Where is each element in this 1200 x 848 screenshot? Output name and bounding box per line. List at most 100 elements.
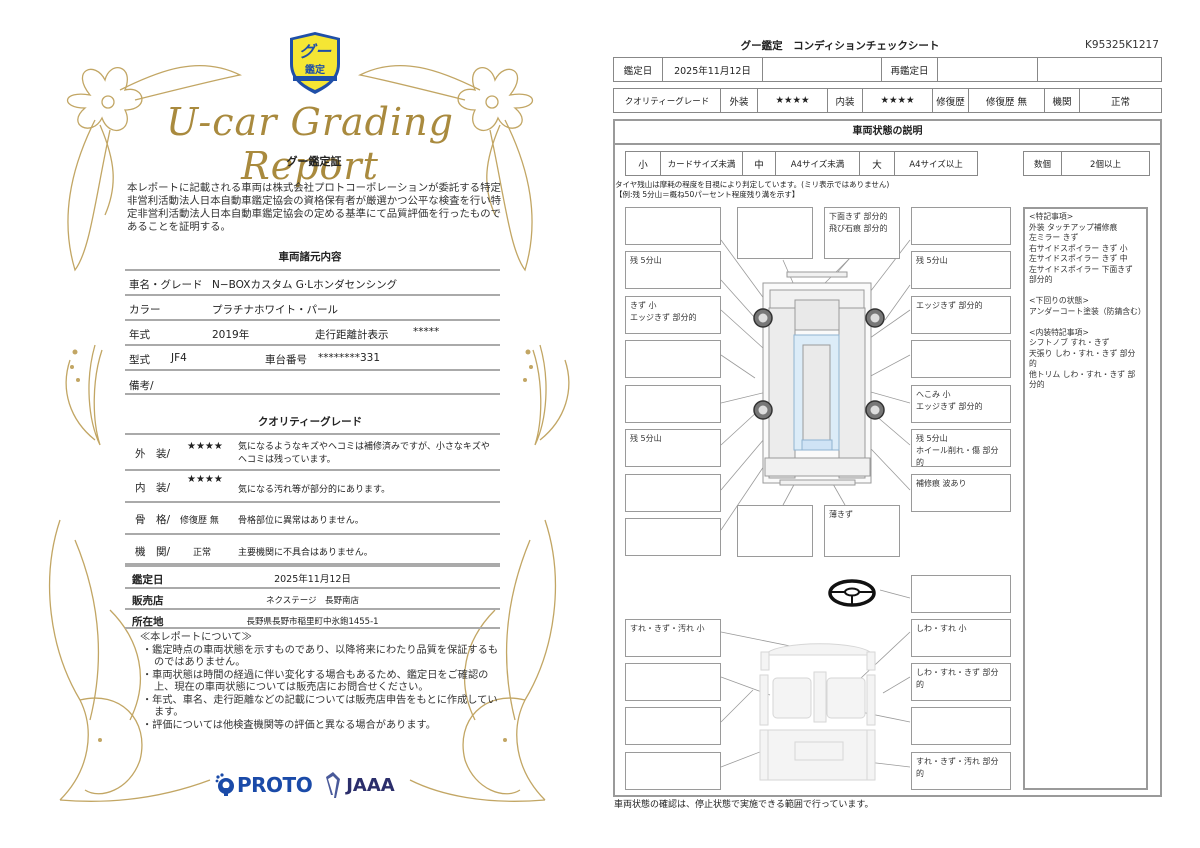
repair-label: 修復歴: [933, 89, 969, 112]
date-row: 鑑定日 2025年11月12日 再鑑定日: [613, 57, 1162, 82]
comment-box: しわ・すれ・きず 部分的: [911, 663, 1011, 701]
spec-row-year: 年式 2019年 走行距離計表示 *****: [125, 319, 500, 344]
comment-box: [737, 505, 813, 557]
comment-box: 下面きず 部分的 飛び石痕 部分的: [824, 207, 900, 259]
comment-box: しわ・すれ 小: [911, 619, 1011, 657]
gold-ornament-frame-icon: [48, 64, 570, 802]
date-value: 2025年11月12日: [663, 58, 763, 81]
count-legend: 数個 2個以上: [1023, 151, 1150, 176]
grade-label: 外 装/: [135, 448, 171, 460]
interior-value: ★★★★: [863, 89, 933, 112]
color-label: カラー: [129, 304, 161, 316]
repair-value: 修復歴 無: [969, 89, 1045, 112]
grade-description: 骨格部位に異常はありません。: [238, 516, 364, 526]
proto-wordmark: PROTO: [237, 773, 313, 797]
certificate-title: グー鑑定証: [286, 155, 342, 168]
address-label: 所在地: [132, 616, 164, 628]
model-label: 型式: [129, 354, 150, 366]
quality-grade-table: 外 装/ ★★★★ 気になるようなキズやヘコミは補修済みですが、小さなキズやヘコ…: [125, 433, 500, 565]
grade-row-exterior: 外 装/ ★★★★ 気になるようなキズやヘコミは補修済みですが、小さなキズやヘコ…: [125, 433, 500, 469]
comment-box: [625, 752, 721, 790]
redate-label: 再鑑定日: [882, 58, 938, 81]
notes-line: アンダーコート塗装（防錆含む）: [1029, 306, 1146, 316]
spec-row-remarks: 備考/: [125, 369, 500, 395]
color-value: プラチナホワイト・パール: [212, 304, 338, 316]
proto-logo: PROTO: [215, 773, 313, 797]
shop-value: ネクステージ 長野南店: [265, 596, 360, 606]
note-item: ・評価については他検査機関等の評価と異なる場合があります。: [142, 719, 436, 731]
comment-box: 残 5分山 ホイール削れ・傷 部分的: [911, 429, 1011, 467]
comment-box: 残 5分山: [911, 251, 1011, 289]
grade-summary-row: クオリティーグレード 外装 ★★★★ 内装 ★★★★ 修復歴 修復歴 無 機関 …: [613, 88, 1162, 113]
notes-line: <下回りの状態>: [1029, 296, 1089, 305]
engine-label: 機関: [1045, 89, 1080, 112]
notes-line: 外装 タッチアップ補修痕: [1029, 222, 1118, 232]
vehicle-condition-panel: 車両状態の説明: [613, 119, 1162, 797]
blank-cell: [763, 58, 882, 81]
size-legend: 小 カードサイズ未満 中 A4サイズ未満 大 A4サイズ以上: [625, 151, 978, 176]
comment-box: [625, 340, 721, 378]
tire-note-line: 【例:残 5分山＝概ね50パーセント程度残り溝を示す】: [615, 190, 800, 199]
notes-line: 天張り しわ・すれ・きず 部分的: [1029, 348, 1136, 369]
certificate-intro-text: 本レポートに記載される車両は株式会社プロトコーポレーションが委託する特定非営利活…: [127, 182, 502, 233]
exterior-label: 外装: [721, 89, 758, 112]
notes-line: 左ミラー きず: [1029, 233, 1079, 242]
grading-certificate: グー 鑑定 U-car Grading Report グー鑑定証 本レポートに記…: [48, 32, 570, 802]
appraisal-info-table: 鑑定日 2025年11月12日 販売店 ネクステージ 長野南店 所在地 長野県長…: [125, 565, 500, 629]
year-value: 2019年: [212, 329, 250, 341]
model-value: JF4: [171, 352, 187, 364]
condition-check-sheet: グー鑑定 コンディションチェックシート K95325K1217 鑑定日 2025…: [605, 0, 1200, 848]
chassis-value: ********331: [318, 352, 381, 364]
size-medium-label: 中: [743, 152, 776, 175]
logos: PROTO JAAA: [215, 768, 395, 802]
specs-heading: 車両諸元内容: [278, 251, 342, 263]
date-label: 鑑定日: [132, 574, 164, 586]
proto-mark-icon: [215, 773, 234, 796]
name-label: 車名・グレード: [129, 279, 203, 291]
size-large-value: A4サイズ以上: [909, 159, 963, 170]
grade-rating: 正常: [193, 548, 212, 558]
grade-label: 内 装/: [135, 482, 171, 494]
grade-row-frame: 骨 格/ 修復歴 無 骨格部位に異常はありません。: [125, 501, 500, 533]
comment-box: へこみ 小 エッジきず 部分的: [911, 385, 1011, 423]
grade-rating: ★★★★: [187, 474, 223, 485]
grade-row-interior: 内 装/ ★★★★ 気になる汚れ等が部分的にあります。: [125, 469, 500, 501]
notes-line: <内装特記事項>: [1029, 327, 1089, 337]
special-notes-box: <特記事項> 外装 タッチアップ補修痕 左ミラー きず 右サイドスポイラー きず…: [1023, 207, 1148, 790]
report-notes: ≪本レポートについて≫ ・鑑定時点の車両状態を示すものであり、以降将来にわたり品…: [140, 632, 500, 732]
footer-note: 車両状態の確認は、停止状態で実施できる範囲で行っています。: [614, 800, 874, 810]
svg-text:グー: グー: [299, 42, 332, 61]
comment-box: [625, 663, 721, 701]
grade-row-engine: 機 関/ 正常 主要機関に不具合はありません。: [125, 533, 500, 565]
grade-heading: クオリティーグレード: [257, 416, 363, 428]
notes-line: <特記事項>: [1029, 212, 1074, 221]
address-value: 長野県長野市稲里町中氷鉋1455-1: [246, 617, 379, 627]
grade-description: 気になる汚れ等が部分的にあります。: [238, 485, 391, 495]
report-script-title: U-car Grading Report: [166, 100, 454, 188]
grade-rating: 修復歴 無: [180, 516, 219, 526]
size-medium-value: A4サイズ未満: [776, 152, 860, 175]
grade-label: クオリティーグレード: [614, 89, 721, 112]
date-label: 鑑定日: [614, 58, 663, 81]
comment-box: [911, 207, 1011, 245]
notes-heading: ≪本レポートについて≫: [140, 632, 252, 643]
spec-row-color: カラー プラチナホワイト・パール: [125, 294, 500, 319]
date-value: 2025年11月12日: [274, 574, 351, 585]
jaaa-mark-icon: [326, 772, 341, 798]
year-label: 年式: [129, 329, 150, 341]
vehicle-diagram-icon: [720, 239, 911, 781]
redate-value: [938, 58, 1038, 81]
remarks-label: 備考/: [129, 380, 154, 392]
notes-line: 左サイドスポイラー きず 中: [1029, 254, 1128, 263]
sheet-title: グー鑑定 コンディションチェックシート: [740, 40, 940, 52]
size-small-value: カードサイズ未満: [661, 152, 743, 175]
count-value: 2個以上: [1090, 159, 1121, 170]
exterior-value: ★★★★: [758, 89, 828, 112]
mileage-value: *****: [413, 326, 440, 338]
note-item: ・年式、車名、走行距離などの記載については販売店申告をもとに作成しています。: [142, 694, 498, 719]
mileage-label: 走行距離計表示: [315, 329, 389, 341]
spec-row-model: 型式 JF4 車台番号 ********331: [125, 344, 500, 369]
comment-box: 補修痕 波あり: [911, 474, 1011, 512]
grade-label: 骨 格/: [135, 514, 171, 526]
chassis-label: 車台番号: [265, 354, 307, 366]
